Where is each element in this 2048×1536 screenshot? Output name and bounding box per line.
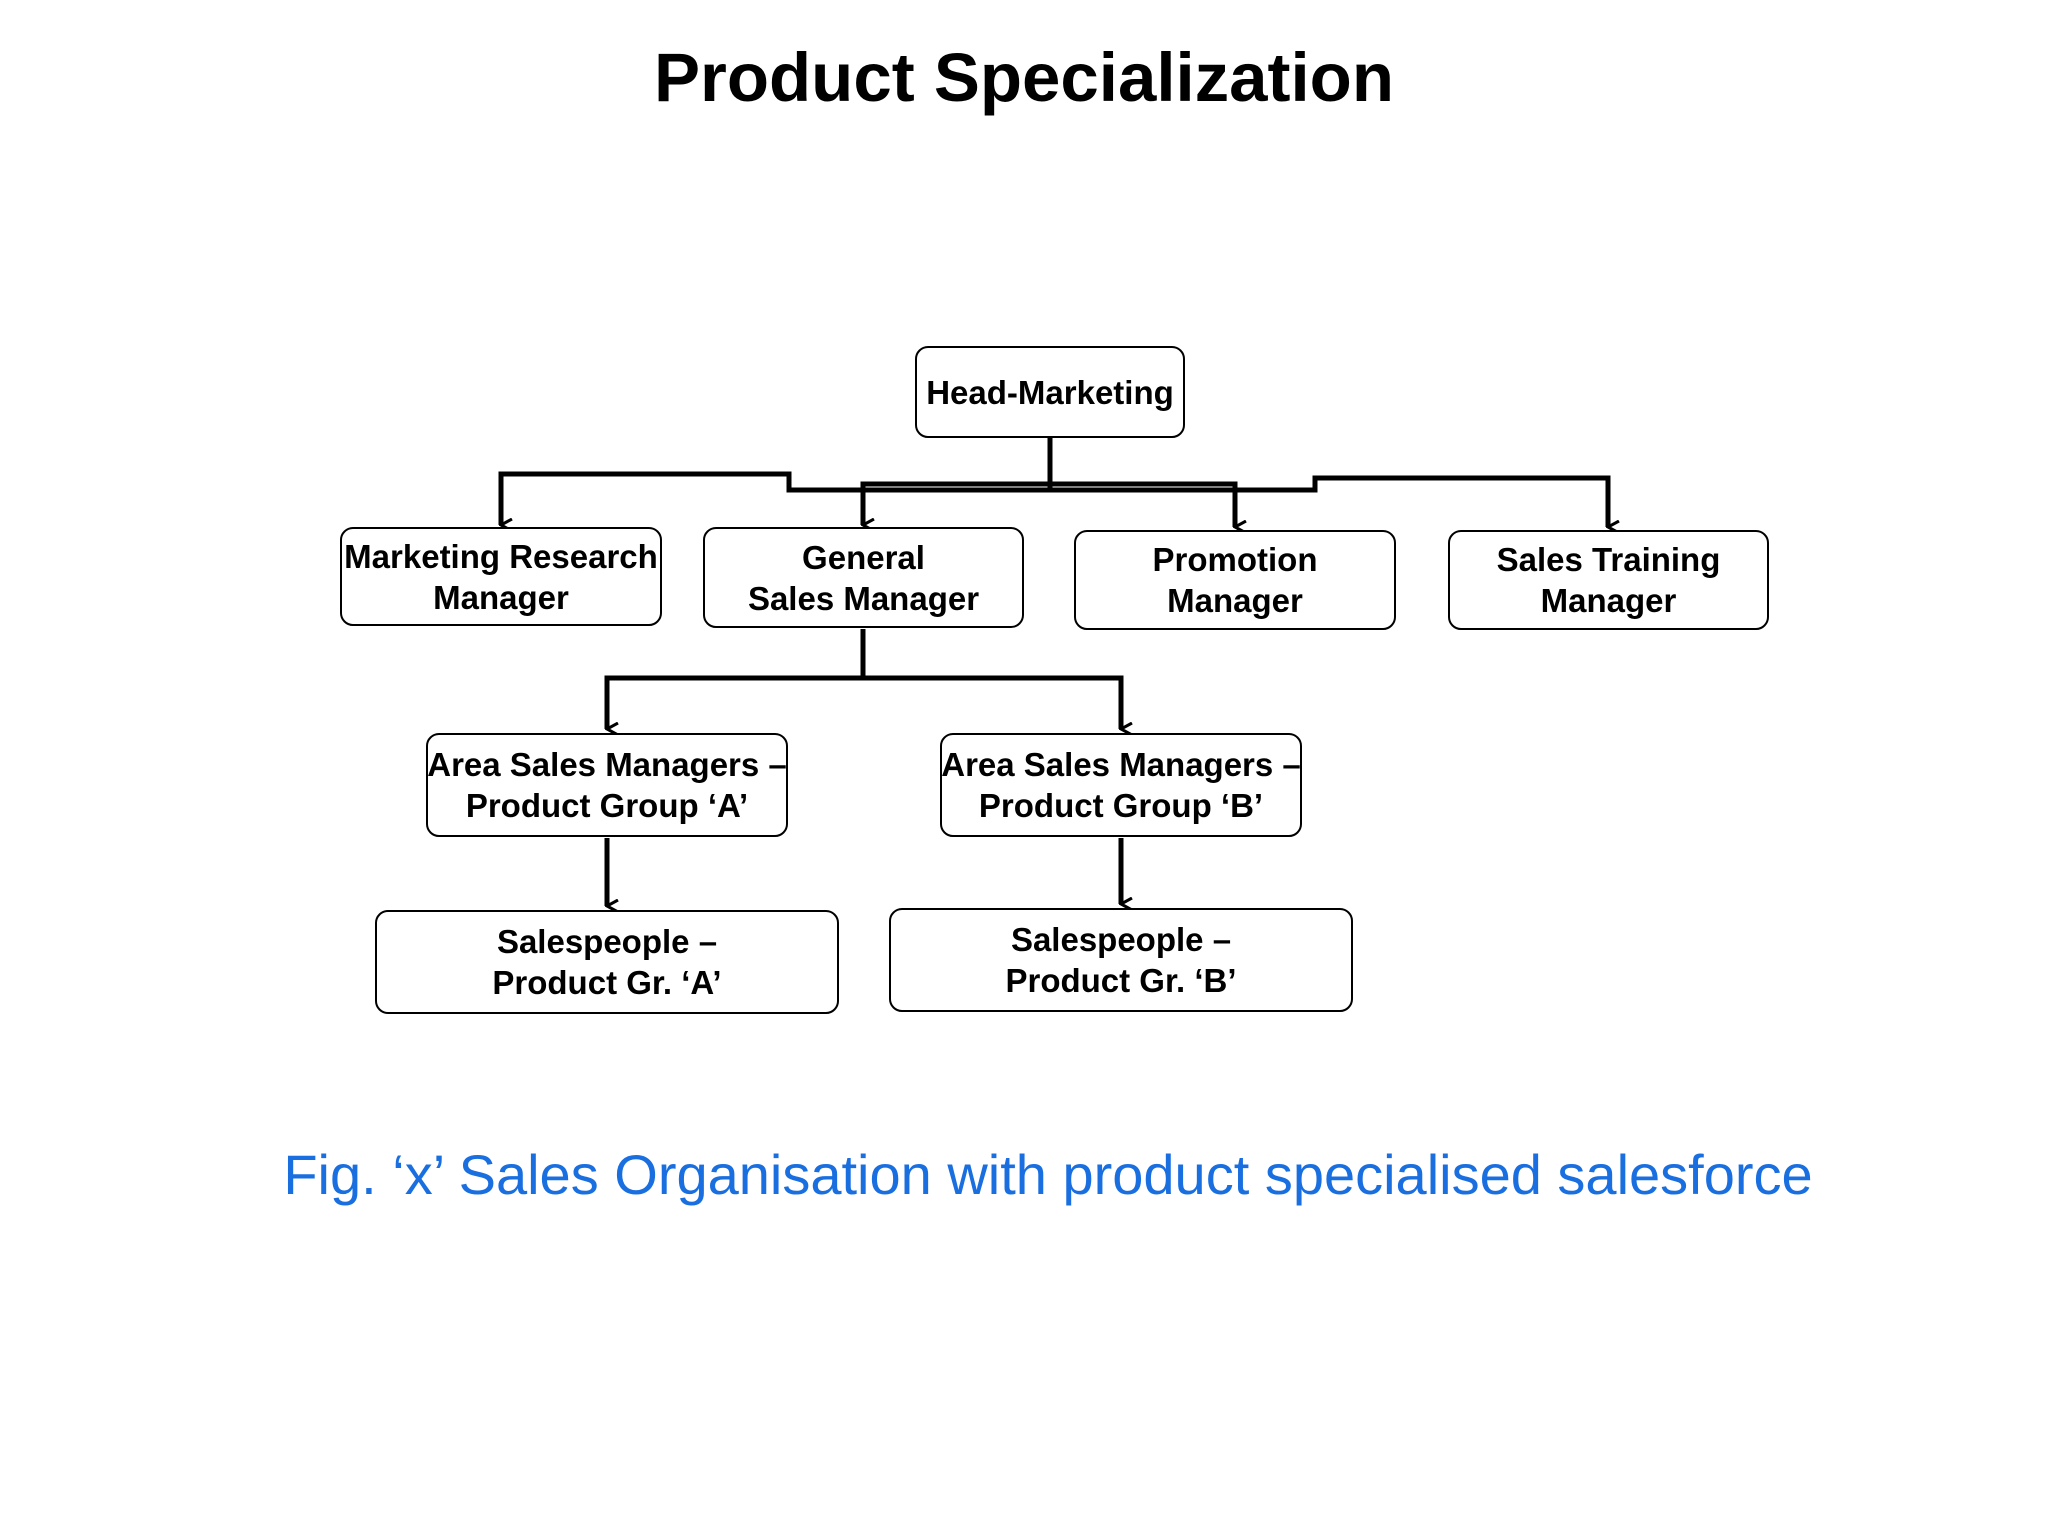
area-sales-managers-b-box: Area Sales Managers – Product Group ‘B’ [940,733,1302,837]
edge-general-sales-area-a [604,675,863,729]
salespeople-b-label-line-2: Product Gr. ‘B’ [1005,962,1237,999]
salespeople-a-label-line-2: Product Gr. ‘A’ [492,964,722,1001]
area-sales-managers-b-label-line-1: Area Sales Managers – [941,746,1301,783]
marketing-research-manager-label-line-2: Manager [433,578,569,616]
salespeople-b-label-line-1: Salespeople – [1010,921,1232,958]
head-marketing-label: Head-Marketing [926,373,1174,411]
salespeople-b-box: Salespeople – Product Gr. ‘B’ [889,908,1353,1012]
area-sales-managers-a-label-line-2: Product Group ‘A’ [465,787,749,824]
salespeople-a-box: Salespeople – Product Gr. ‘A’ [375,910,839,1014]
promotion-manager-label-line-1: Promotion [1152,541,1318,578]
area-sales-managers-a-box: Area Sales Managers – Product Group ‘A’ [426,733,788,837]
general-sales-manager-box: General Sales Manager [703,527,1024,628]
slide-title: Product Specialization [654,39,1394,116]
sales-training-manager-label-line-1: Sales Training [1496,541,1721,578]
area-sales-managers-b-label-line-2: Product Group ‘B’ [978,787,1264,824]
general-sales-manager-label-line-1: General [802,538,925,576]
marketing-research-manager-box: Marketing Research Manager [340,527,662,626]
salespeople-a-label-line-1: Salespeople – [496,923,718,960]
sales-training-manager-label-line-2: Manager [1540,582,1677,619]
promotion-manager-label-line-2: Manager [1167,582,1303,619]
general-sales-manager-label-line-2: Sales Manager [747,579,980,617]
figure-caption: Fig. ‘x’ Sales Organisation with product… [283,1143,1813,1206]
edge-head-sales-training [1047,475,1608,527]
sales-training-manager-box: Sales Training Manager [1448,530,1769,630]
edge-head-promotion [1050,481,1235,527]
area-sales-managers-a-label-line-1: Area Sales Managers – [427,746,787,783]
promotion-manager-box: Promotion Manager [1074,530,1396,630]
edge-general-sales-area-b [863,675,1121,729]
edge-head-general-sales [860,481,1050,525]
head-marketing-box: Head-Marketing [915,346,1185,438]
marketing-research-manager-label-line-1: Marketing Research [344,537,658,575]
